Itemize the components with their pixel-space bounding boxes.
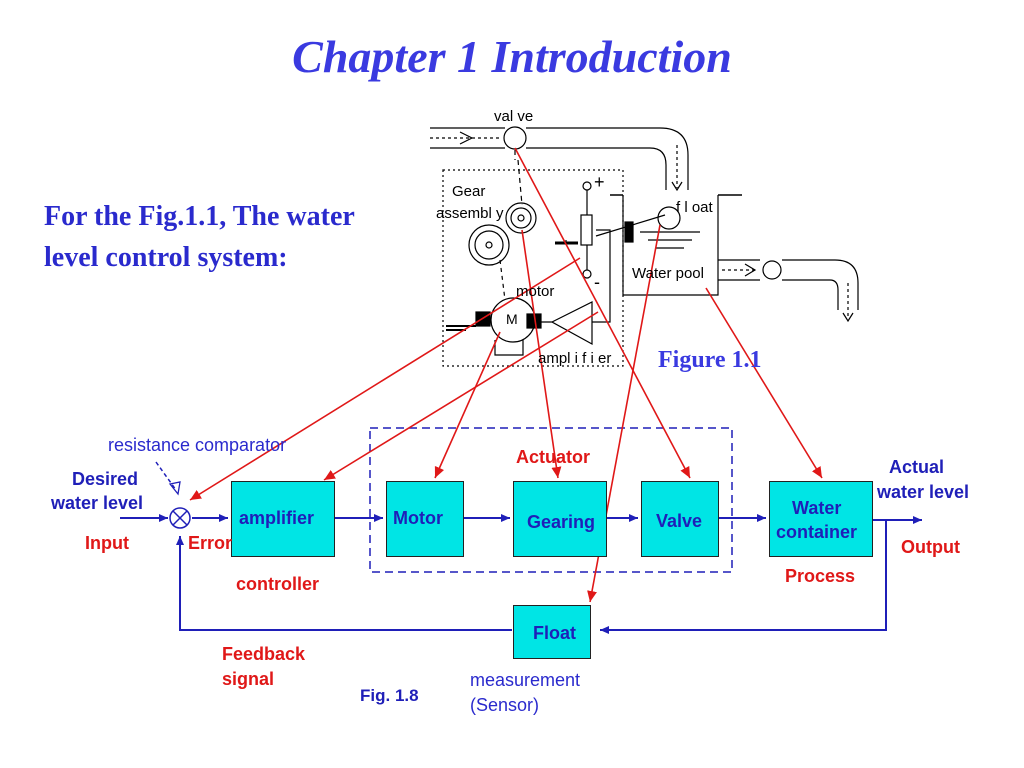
float-block-label: Float [533, 623, 576, 643]
actuator-label: Actuator [516, 447, 591, 467]
valve-block-label: Valve [656, 511, 703, 531]
actual-water-level-line2: water level [877, 482, 970, 502]
mapping-arrows [189, 147, 823, 603]
resistance-comparator-label: resistance comparator [108, 435, 287, 455]
schematic-water-pool-label: Water pool [632, 265, 704, 282]
schematic-plus-sign: + [594, 172, 605, 192]
signal-lines [120, 427, 922, 634]
water-container-label-line2: container [776, 522, 858, 542]
schematic-minus-sign: - [594, 272, 600, 292]
amplifier-block-label: amplifier [239, 508, 315, 528]
error-label: Error [188, 533, 233, 553]
controller-label: controller [236, 574, 320, 594]
output-label: Output [901, 537, 960, 557]
motor-block-label: Motor [393, 508, 443, 528]
actual-water-level-line1: Actual [889, 457, 945, 477]
water-container-block: Water container [769, 481, 873, 557]
desired-water-level-line1: Desired [72, 469, 139, 489]
schematic-figure [430, 126, 859, 367]
schematic-valve-label: val ve [494, 108, 534, 125]
input-label: Input [85, 533, 129, 553]
water-container-label-line1: Water [792, 498, 842, 518]
schematic-motor-symbol: M [506, 311, 518, 327]
desired-water-level-line2: water level [51, 493, 144, 513]
schematic-assembly-label: assembl y [436, 205, 504, 222]
fig-1-8-caption: Fig. 1.8 [360, 686, 419, 705]
page-title: Chapter 1 Introduction [292, 31, 732, 82]
schematic-float-label: f l oat [676, 199, 713, 216]
schematic-gear-label: Gear [452, 183, 486, 200]
gearing-block: Gearing [513, 481, 607, 557]
gearing-block-label: Gearing [527, 512, 596, 532]
measurement-label-line2: (Sensor) [470, 695, 540, 715]
figure-1-1-caption: Figure 1.1 [658, 347, 762, 373]
valve-block: Valve [641, 481, 719, 557]
motor-block: Motor [386, 481, 464, 557]
feedback-signal-line1: Feedback [222, 644, 306, 664]
comparator-symbol [169, 507, 191, 529]
schematic-motor-label: motor [516, 283, 555, 300]
amplifier-block: amplifier [231, 481, 335, 557]
intro-text: For the Fig.1.1, The water level control… [44, 201, 355, 273]
schematic-amplifier-label: ampl i f i er [538, 350, 612, 367]
measurement-label-line1: measurement [470, 670, 581, 690]
feedback-signal-line2: signal [222, 669, 275, 689]
float-block: Float [513, 605, 591, 659]
process-label: Process [785, 566, 856, 586]
